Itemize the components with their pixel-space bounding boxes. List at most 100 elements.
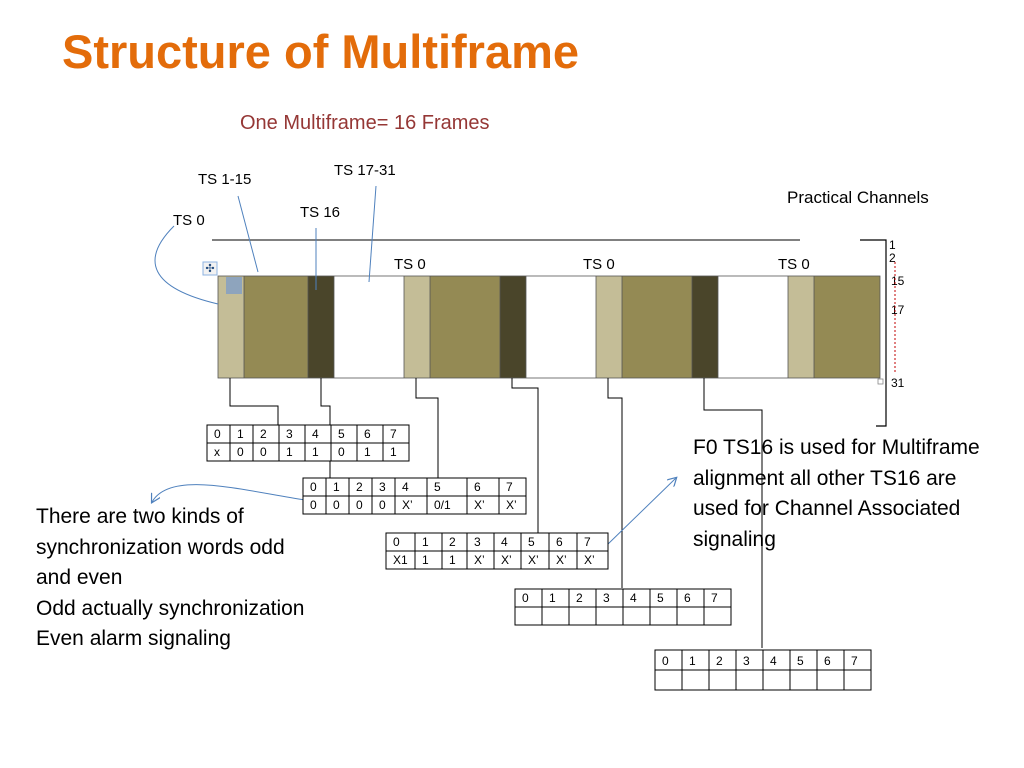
bit-table-header: 7 (851, 654, 858, 668)
channel-number-15: 15 (891, 274, 905, 288)
bit-table-header: 2 (356, 480, 363, 494)
bit-table-value: 1 (364, 445, 371, 459)
note-sync-line: Even alarm signaling (36, 627, 231, 650)
bit-table-cell (622, 606, 651, 626)
bit-table-header: 2 (260, 427, 267, 441)
svg-text:✣: ✣ (205, 262, 214, 275)
label-frame-ts0-4: TS 0 (778, 256, 810, 273)
bit-table-value: 0 (338, 445, 345, 459)
bit-table-header: 0 (522, 591, 529, 605)
label-ts17-31: TS 17-31 (334, 162, 396, 179)
slot-ts0-frame4 (788, 276, 814, 378)
bit-table-cell (466, 477, 500, 497)
bit-table-header: 2 (449, 535, 456, 549)
bit-table-cell (498, 495, 527, 515)
bit-table-cell (576, 532, 609, 552)
bit-table-cell (385, 532, 416, 552)
bit-table-cell (649, 606, 678, 626)
label-frame-ts0-2: TS 0 (394, 256, 426, 273)
bit-table-header: 0 (214, 427, 221, 441)
bit-table-cell (703, 606, 732, 626)
label-frame-ts0-3: TS 0 (583, 256, 615, 273)
bit-table-header: 3 (286, 427, 293, 441)
bit-table-value: 0 (310, 498, 317, 512)
bit-table-value: X’ (474, 498, 485, 512)
bit-table-header: 5 (797, 654, 804, 668)
note-ts16-line: used for Channel Associated (693, 497, 961, 520)
bit-table-header: 0 (310, 480, 317, 494)
connector-ts0-frame3 (607, 378, 623, 588)
slot-ts1-15-frame2 (430, 276, 500, 378)
bit-table-header: 0 (393, 535, 400, 549)
bit-table-header: 2 (576, 591, 583, 605)
bit-table-cell (654, 669, 683, 691)
bit-table-cell (681, 669, 710, 691)
slot-ts16-frame1 (308, 276, 334, 378)
bit-table-cell (762, 669, 791, 691)
bit-table-cell (816, 669, 845, 691)
bit-table-cell (520, 532, 550, 552)
bit-table-header: 5 (338, 427, 345, 441)
slot-ts1-15-frame3 (622, 276, 692, 378)
bit-table-cell (735, 669, 764, 691)
slot-ts0-frame3 (596, 276, 622, 378)
bit-table-header: 1 (549, 591, 556, 605)
bit-table-value: X’ (528, 553, 539, 567)
bit-table-header: 1 (237, 427, 244, 441)
bit-table-value: 0 (356, 498, 363, 512)
connector-ts0-frame2 (415, 378, 439, 480)
bit-table-header: 7 (506, 480, 513, 494)
bit-table-header: 4 (402, 480, 409, 494)
note-sync-words: There are two kinds of synchronization w… (36, 502, 304, 655)
bit-table-value: 0 (379, 498, 386, 512)
bit-table-header: 4 (770, 654, 777, 668)
note-ts16-usage: F0 TS16 is used for Multiframe alignment… (693, 433, 980, 555)
slot-ts17-31-frame2 (526, 276, 596, 378)
bit-table-header: 7 (584, 535, 591, 549)
label-ts1-15: TS 1-15 (198, 171, 252, 188)
bit-table-header: 5 (657, 591, 664, 605)
bit-table-value: X’ (584, 553, 595, 567)
bit-table-header: 1 (689, 654, 696, 668)
bit-table-cell (595, 606, 624, 626)
bit-table-value: X’ (501, 553, 512, 567)
connector-ts16-frame2 (511, 378, 539, 533)
bit-table-value: 0/1 (434, 498, 451, 512)
slot-ts1-15-frame1 (244, 276, 308, 378)
bit-table-value: 0 (260, 445, 267, 459)
label-ts16: TS 16 (300, 204, 341, 221)
bit-table-header: 1 (333, 480, 340, 494)
note-ts16-line: alignment all other TS16 are (693, 466, 957, 490)
bit-table-header: 4 (630, 591, 637, 605)
pointer-ts1-15 (237, 195, 259, 273)
bit-table-value: x (214, 445, 220, 459)
bit-table-header: 6 (684, 591, 691, 605)
note-sync-line: There are two kinds of (36, 505, 244, 528)
channel-number-2: 2 (889, 251, 896, 265)
slot-highlight (226, 277, 242, 294)
bit-table-value: 1 (312, 445, 319, 459)
frame-strip (217, 275, 881, 379)
bit-table-cell (382, 442, 410, 462)
page-title: Structure of Multiframe (62, 25, 580, 78)
bit-table-header: 3 (743, 654, 750, 668)
bit-table-cell (568, 606, 597, 626)
connector-ts0-frame1 (229, 378, 279, 425)
move-handle-icon: ✣ (202, 261, 218, 276)
bit-table-value: X1 (393, 553, 408, 567)
pointer-ts0 (154, 225, 219, 305)
arrow-to-ts16-note (605, 478, 676, 547)
bit-table-header: 7 (711, 591, 718, 605)
bit-table-cell (394, 477, 428, 497)
bit-table-cell (708, 669, 737, 691)
note-sync-line: synchronization words odd (36, 535, 285, 559)
bit-table-header: 6 (556, 535, 563, 549)
bit-table-header: 6 (364, 427, 371, 441)
bit-table-header: 2 (716, 654, 723, 668)
bit-table-value: 0 (333, 498, 340, 512)
